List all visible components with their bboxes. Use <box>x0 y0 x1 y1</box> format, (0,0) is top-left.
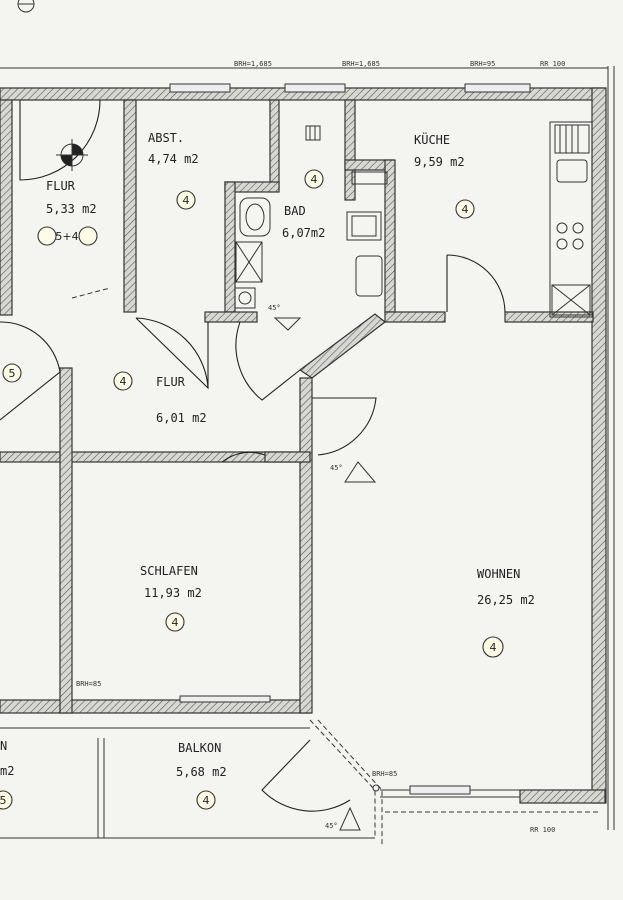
outer-walls <box>0 66 615 830</box>
room-name: SCHLAFEN <box>140 564 198 578</box>
room-balkon: BALKON 5,68 m2 4 <box>176 741 227 810</box>
corner-symbol <box>17 0 35 13</box>
dim-rr-100-top: RR 100 <box>540 60 565 68</box>
room-left-partial: 5 N m2 5 <box>0 363 22 810</box>
room-area: m2 <box>0 764 14 778</box>
room-kueche: KÜCHE 9,59 m2 4 <box>414 131 475 219</box>
balcony-outline <box>0 695 600 845</box>
angle-label-3: 45° <box>325 822 338 830</box>
room-tag: 4 <box>203 794 210 807</box>
room-wohnen: WOHNEN 26,25 m2 4 <box>477 567 535 658</box>
room-area: 5,33 m2 <box>46 202 97 216</box>
angle-label-2: 45° <box>330 464 343 472</box>
room-tag: 4 <box>172 616 179 629</box>
angle-label-1: 45° <box>268 304 281 312</box>
door-swings <box>0 99 506 812</box>
room-name: ABST. <box>148 131 184 145</box>
room-schlafen: SCHLAFEN 11,93 m2 4 <box>140 564 202 632</box>
dim-brh-1: BRH=1,685 <box>234 60 272 68</box>
room-tag: 4 <box>490 641 497 654</box>
room-tag: 4 <box>120 375 127 388</box>
room-area: 26,25 m2 <box>477 593 535 607</box>
room-abstellraum: ABST. 4,74 m2 4 <box>148 131 199 210</box>
dim-brh-2: BRH=1,685 <box>342 60 380 68</box>
room-tag: 4 <box>462 203 469 216</box>
dim-rr-100-bottom: RR 100 <box>530 826 555 834</box>
room-area: 11,93 m2 <box>144 586 202 600</box>
room-name: KÜCHE <box>414 131 450 147</box>
fixtures <box>56 121 593 831</box>
room-area: 6,01 m2 <box>156 411 207 425</box>
room-area: 6,07m2 <box>282 226 325 240</box>
dim-brh-95: BRH=95 <box>470 60 495 68</box>
room-bad: 4 BAD 6,07m2 <box>282 169 325 240</box>
room-area: 9,59 m2 <box>414 155 465 169</box>
room-tag: 4 <box>183 194 190 207</box>
room-area: 4,74 m2 <box>148 152 199 166</box>
dim-brh-85-a: BRH=85 <box>76 680 101 688</box>
room-name: BAD <box>284 204 306 218</box>
room-name: FLUR <box>46 179 76 193</box>
room-flur-1: FLUR 5,33 m2 5+4 <box>37 179 98 246</box>
room-flur-2: 4 FLUR 6,01 m2 <box>113 371 207 425</box>
room-tag: 5 <box>9 367 16 380</box>
room-name: N <box>0 739 7 753</box>
room-name: FLUR <box>156 375 186 389</box>
room-name: WOHNEN <box>477 567 520 581</box>
dim-brh-85-b: BRH=85 <box>372 770 397 778</box>
interior-walls <box>0 99 594 714</box>
room-tag: 5+4 <box>55 230 78 243</box>
room-name: BALKON <box>178 741 221 755</box>
room-tag: 5 <box>0 794 7 807</box>
room-area: 5,68 m2 <box>176 765 227 779</box>
room-tag: 4 <box>311 173 318 186</box>
